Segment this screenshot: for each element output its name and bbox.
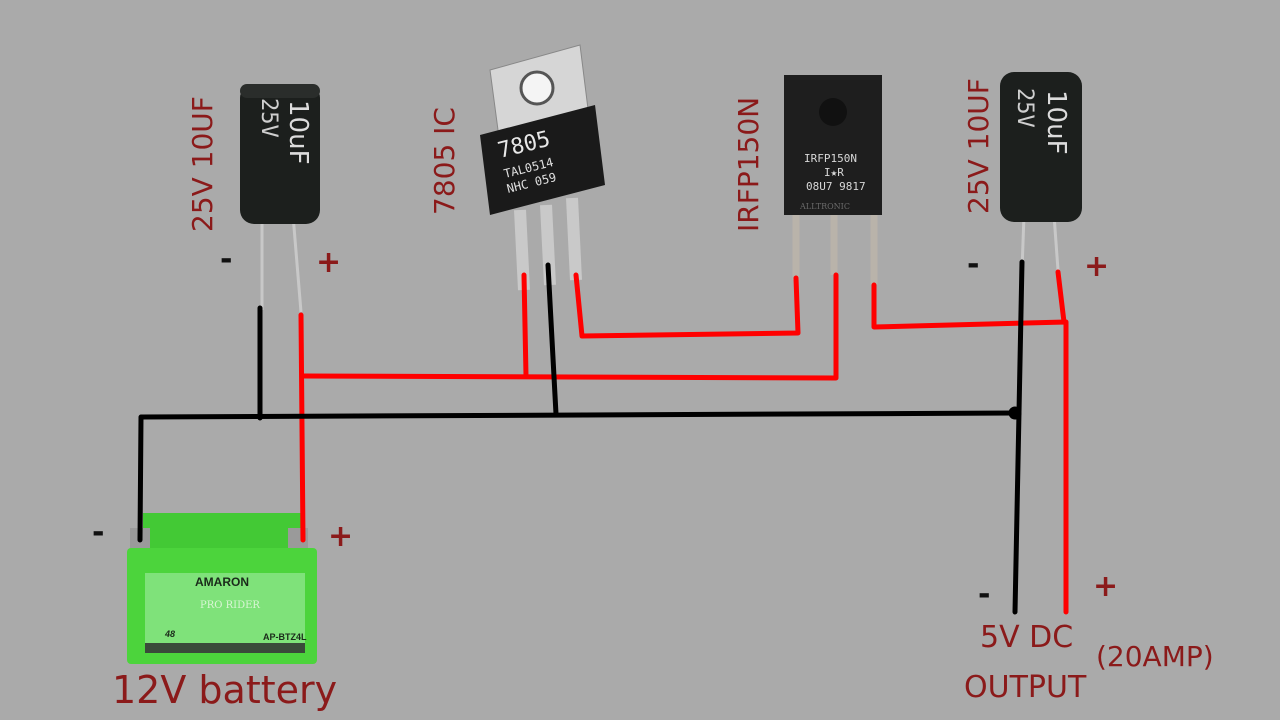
cap-right-marking-0: 10uF: [1041, 90, 1071, 155]
cap-left-minus-sign: -: [220, 242, 233, 277]
wire-regulator-output-to-gate: [573, 272, 801, 339]
cap-right-plus-sign: +: [1084, 249, 1110, 284]
junction-dot: [1008, 406, 1022, 420]
regulator-7805: 7805 TAL0514 NHC 059: [480, 44, 605, 291]
wire-mosfet-source-to-output: [871, 282, 1069, 615]
wire-positive-bus-to-mosfet-drain: [300, 272, 839, 381]
mosfet-label: IRFP150N: [732, 96, 765, 232]
wire-ground-bus: [137, 410, 1018, 543]
battery-warranty: 48: [164, 629, 175, 639]
battery-label-panel: [145, 573, 305, 653]
wire-regulator-ground: [545, 262, 559, 417]
capacitor-left: 25V 10uF: [240, 84, 320, 313]
cap-left-marking-0: 10uF: [283, 100, 313, 165]
mosfet-irfp150n: IRFP150N I★R 08U7 9817 ALLTRONIC: [784, 75, 882, 285]
cap-right-label: 25V 10UF: [962, 78, 995, 214]
wire-cap-right-negative-output: [1012, 259, 1025, 615]
output-current-label: (20AMP): [1096, 640, 1214, 673]
wire-regulator-input: [521, 272, 529, 379]
battery-lid: [143, 513, 301, 548]
battery-12v: AMARON PRO RIDER AP-BTZ4L 48: [127, 513, 317, 664]
mosfet-marking-0: IRFP150N: [804, 152, 857, 165]
wire-cap-right-positive: [1055, 269, 1067, 325]
wire-battery-positive: [298, 312, 306, 543]
cap-left-lead-positive: [291, 214, 303, 313]
negative-wires: [137, 259, 1025, 615]
mosfet-marking-1: I★R: [824, 166, 844, 179]
battery-model: AP-BTZ4L: [263, 632, 307, 642]
cap-right-body: [1000, 72, 1082, 222]
cap-left-label: 25V 10UF: [186, 96, 219, 232]
output-plus-sign: +: [1093, 569, 1119, 604]
regulator-label: 7805 IC: [428, 107, 461, 215]
mosfet-footer: ALLTRONIC: [799, 202, 850, 211]
cap-left-marking-1: 25V: [256, 98, 281, 138]
output-minus-sign: -: [978, 577, 991, 612]
positive-wires: [298, 269, 1069, 615]
capacitor-right: 25V 10uF: [1000, 72, 1082, 271]
cap-right-marking-1: 25V: [1012, 88, 1037, 128]
output-label: OUTPUT: [964, 670, 1087, 705]
output-voltage-label: 5V DC: [980, 620, 1074, 655]
battery-label: 12V battery: [112, 668, 338, 712]
mosfet-body: [784, 75, 882, 215]
regulator-mount-hole: [519, 70, 555, 106]
cap-right-minus-sign: -: [967, 247, 980, 282]
cap-left-plus-sign: +: [316, 245, 342, 280]
battery-minus-sign: -: [92, 515, 105, 550]
battery-brand: AMARON: [195, 575, 249, 589]
regulator-body: [480, 105, 605, 215]
battery-series: PRO RIDER: [200, 600, 260, 611]
battery-plus-sign: +: [328, 519, 354, 554]
mosfet-mount-hole: [819, 98, 847, 126]
cap-left-body: [240, 84, 320, 224]
mosfet-marking-2: 08U7 9817: [806, 180, 866, 193]
